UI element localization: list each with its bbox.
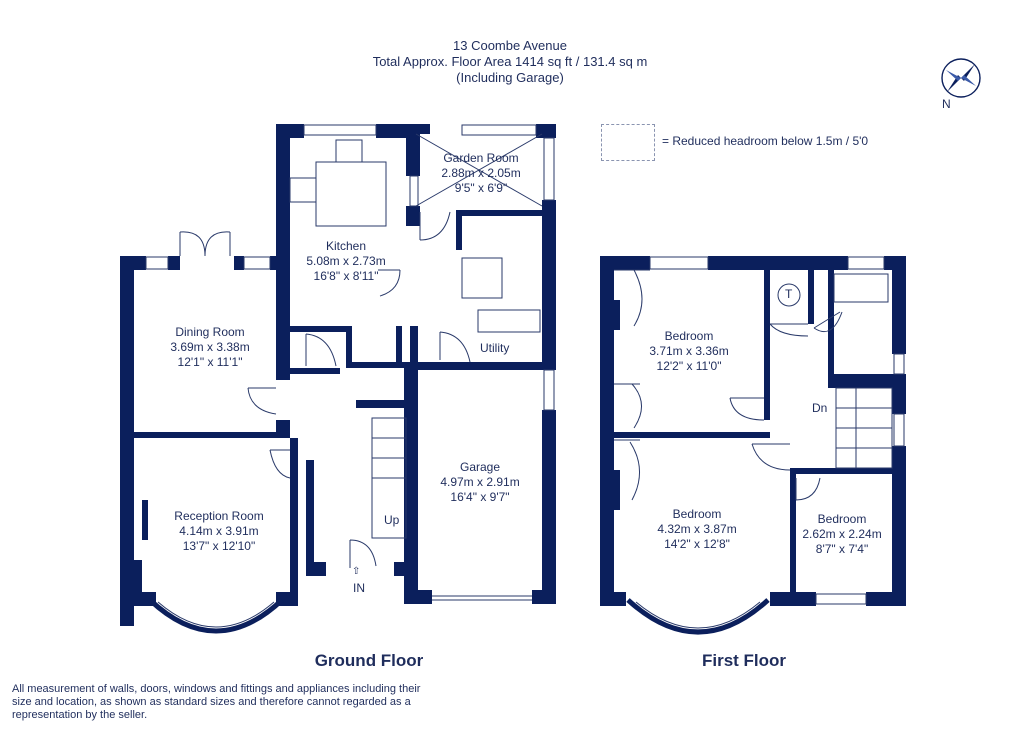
utility-label: Utility: [480, 341, 510, 355]
floor-area-text: Total Approx. Floor Area 1414 sq ft / 13…: [372, 54, 648, 69]
bedroom-1-name: Bedroom: [664, 329, 714, 343]
reception-room-dims-m: 4.14m x 3.91m: [179, 524, 259, 538]
kitchen-dims-ft: 16'8" x 8'11": [313, 269, 379, 283]
compass-north-label: N: [942, 97, 951, 111]
bedroom-3-name: Bedroom: [817, 512, 867, 526]
compass-icon: [941, 58, 981, 98]
bedroom-1-dims-ft: 12'2" x 11'0": [656, 359, 722, 373]
first-floor-walls: [600, 256, 906, 606]
bedroom-3-dims-ft: 8'7" x 7'4": [815, 542, 869, 556]
stairs-down-label: Dn: [812, 401, 828, 415]
reduced-headroom-legend: = Reduced headroom below 1.5m / 5'0: [662, 134, 869, 148]
bedroom-3-dims-m: 2.62m x 2.24m: [802, 527, 882, 541]
garage-dims-ft: 16'4" x 9'7": [450, 490, 510, 504]
bedroom-2-dims-ft: 14'2" x 12'8": [664, 537, 730, 551]
ground-floor-walls: [120, 124, 556, 626]
garage-note: (Including Garage): [456, 70, 564, 85]
garage-name: Garage: [459, 460, 501, 474]
address-title: 13 Coombe Avenue: [453, 38, 567, 53]
bedroom-2-dims-m: 4.32m x 3.87m: [657, 522, 737, 536]
bedroom-2-name: Bedroom: [672, 507, 722, 521]
reception-room-dims-ft: 13'7" x 12'10": [182, 539, 256, 553]
bedroom-1-dims-m: 3.71m x 3.36m: [649, 344, 729, 358]
entrance-arrow-icon: ⇧: [352, 566, 361, 577]
dining-room-dims-m: 3.69m x 3.38m: [170, 340, 250, 354]
tank-label: T: [785, 287, 793, 301]
dining-room-name: Dining Room: [175, 325, 245, 339]
garden-room-name: Garden Room: [443, 151, 519, 165]
first-floor-title: First Floor: [701, 651, 787, 670]
garden-room-dims-ft: 9'5" x 6'9": [454, 181, 508, 195]
garden-room-dims-m: 2.88m x 2.05m: [441, 166, 521, 180]
dining-room-dims-ft: 12'1" x 11'1": [177, 355, 243, 369]
kitchen-name: Kitchen: [325, 239, 367, 253]
stairs-up-label: Up: [384, 513, 400, 527]
disclaimer-text: All measurement of walls, doors, windows…: [12, 683, 421, 721]
reception-room-name: Reception Room: [174, 509, 264, 523]
reduced-headroom-swatch: [601, 124, 655, 161]
entrance-label: IN: [353, 581, 365, 595]
garage-dims-m: 4.97m x 2.91m: [440, 475, 520, 489]
kitchen-dims-m: 5.08m x 2.73m: [306, 254, 386, 268]
ground-floor-title: Ground Floor: [314, 651, 424, 670]
